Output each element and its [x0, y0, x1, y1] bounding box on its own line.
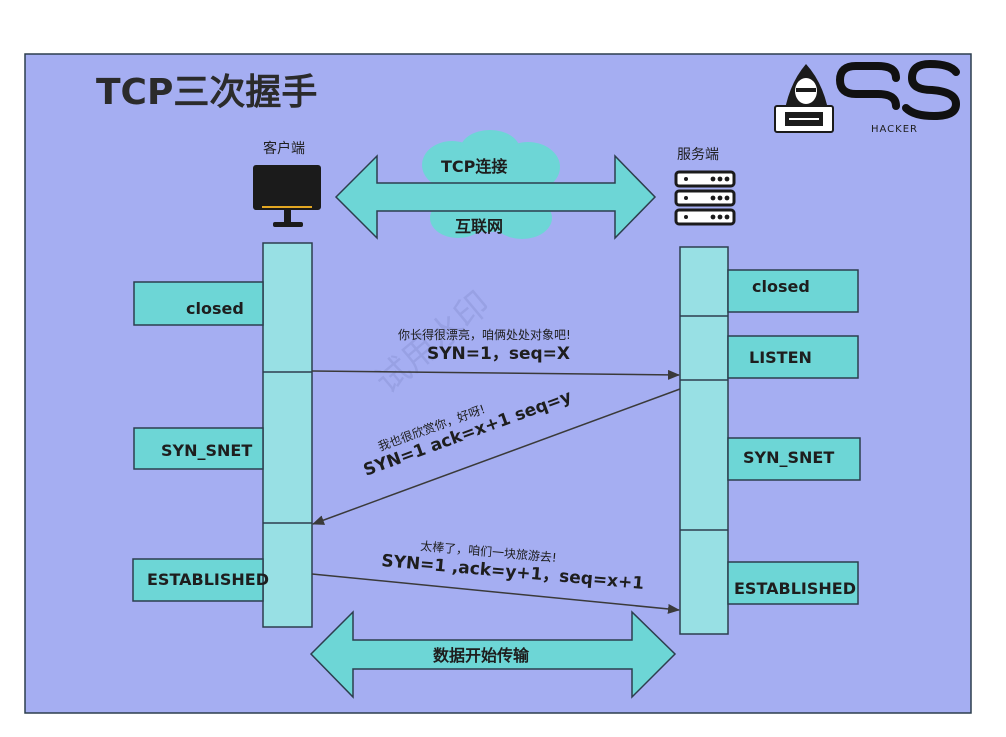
data-transfer-arrow — [309, 610, 677, 699]
syn-note: 你长得很漂亮，咱俩处处对象吧! — [398, 327, 571, 342]
server-state-listen: LISTEN — [727, 335, 859, 379]
network-double-arrow — [334, 154, 657, 240]
server-state-syn-snet: SYN_SNET — [727, 437, 861, 481]
client-state-syn-snet: SYN_SNET — [133, 427, 264, 470]
logo-text: HACKER — [871, 124, 918, 135]
server-lifeline — [679, 246, 729, 635]
client-state-closed-label: closed — [186, 299, 244, 318]
server-label: 服务端 — [677, 147, 719, 163]
server-state-syn-snet-label: SYN_SNET — [743, 448, 834, 467]
syn-arrow — [311, 369, 680, 380]
ack-arrow — [311, 573, 680, 614]
client-lifeline — [262, 242, 313, 628]
server-state-listen-label: LISTEN — [749, 348, 812, 367]
server-state-established-label: ESTABLISHED — [734, 579, 856, 598]
client-state-established: ESTABLISHED — [132, 558, 269, 602]
syn-ack-arrow — [312, 388, 681, 525]
monitor-icon — [253, 165, 321, 227]
client-state-established-label: ESTABLISHED — [147, 570, 269, 589]
client-state-syn-snet-label: SYN_SNET — [161, 441, 252, 460]
network-top-label: TCP连接 — [441, 157, 507, 176]
client-label: 客户端 — [263, 140, 305, 157]
hooded-hacker-icon — [774, 64, 834, 133]
logo-mark — [835, 59, 961, 121]
diagram-title: TCP三次握手 — [96, 72, 317, 113]
network-bottom-label: 互联网 — [455, 217, 503, 236]
data-transfer-label: 数据开始传输 — [433, 646, 530, 665]
server-rack-icon — [674, 170, 736, 226]
server-state-closed-label: closed — [752, 277, 810, 296]
syn-params: SYN=1，seq=X — [427, 344, 570, 364]
server-state-closed: closed — [727, 269, 859, 313]
client-state-closed: closed — [133, 281, 264, 326]
server-state-established: ESTABLISHED — [727, 561, 859, 605]
